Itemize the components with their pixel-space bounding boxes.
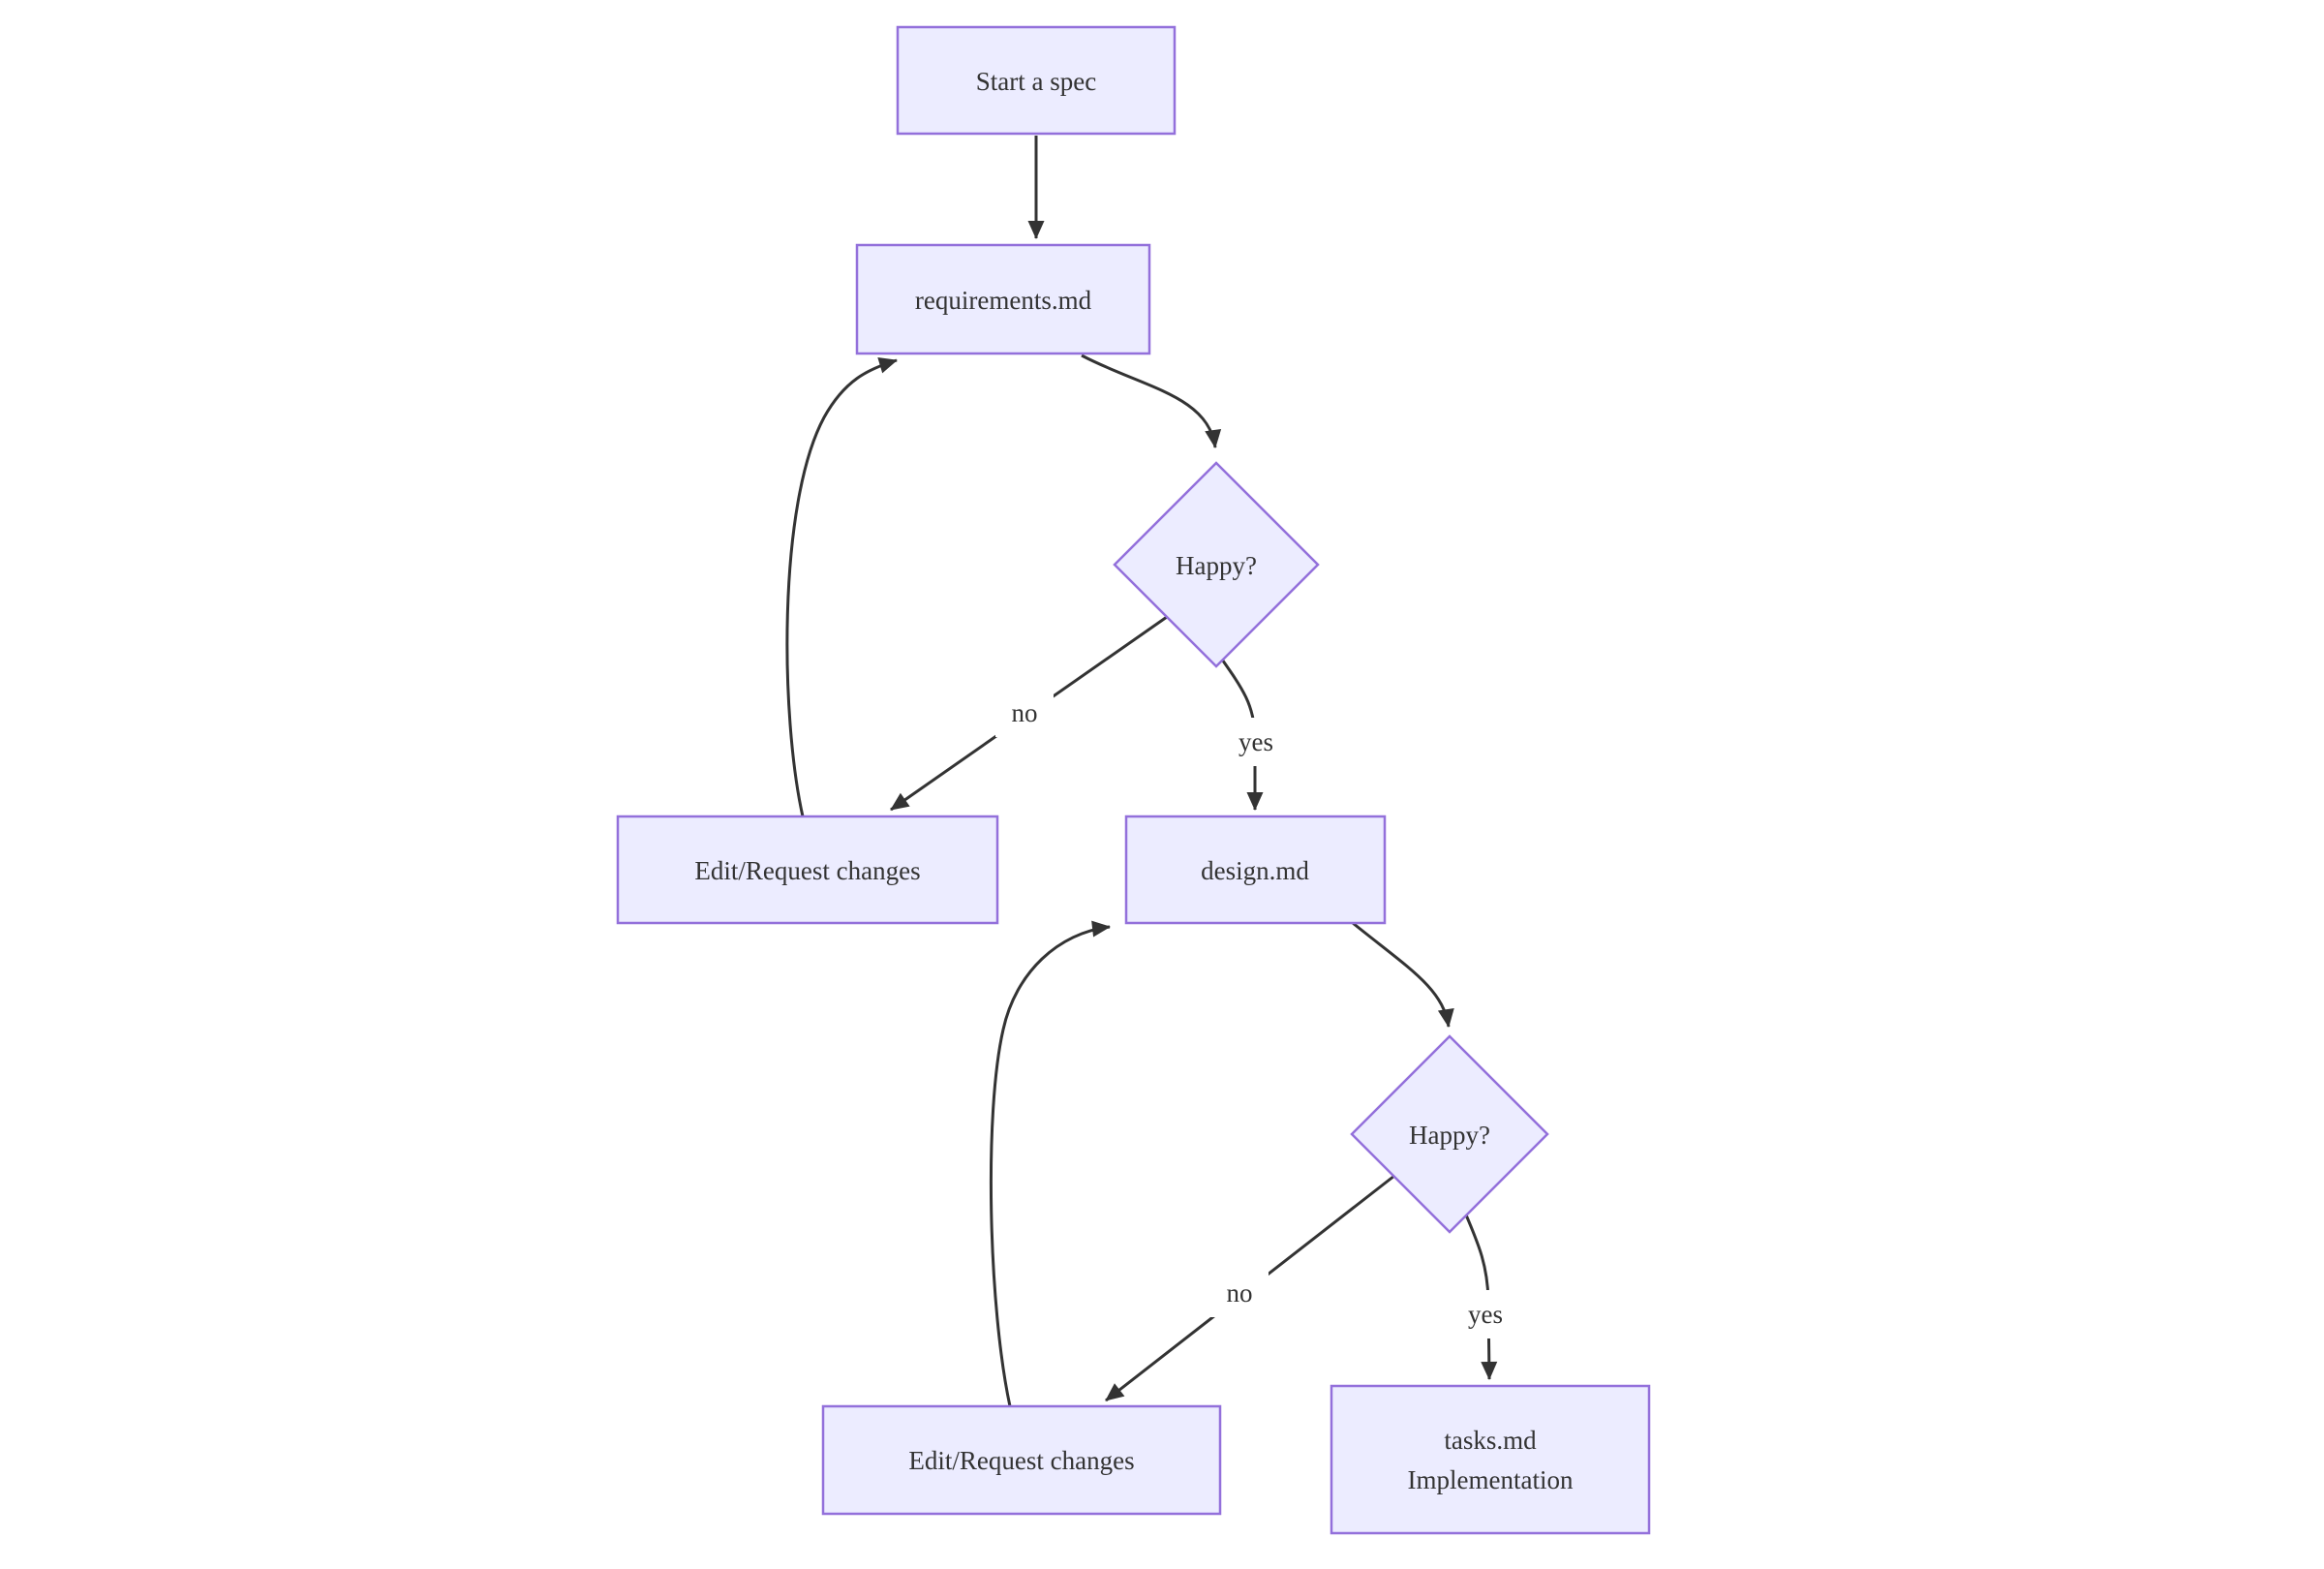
edge-label-text: yes [1468,1300,1503,1329]
node-label-line-2: Implementation [1408,1465,1574,1494]
node-box [896,25,1177,136]
decision-happy-1: Happy? [1113,461,1320,668]
node-tasks-md-implementation: tasks.md Implementation [1330,1384,1651,1535]
node-design-md: design.md [1124,815,1387,925]
node-label: Start a spec [976,67,1096,96]
node-requirements-md: requirements.md [855,243,1151,355]
edge-label-background [1210,1269,1269,1317]
node-edit-request-changes-2: Edit/Request changes [821,1404,1222,1516]
node-group: Start a spec requirements.md Happy? Edit… [616,25,1651,1535]
node-edit-request-changes-1: Edit/Request changes [616,815,999,925]
decision-happy-2: Happy? [1350,1034,1549,1234]
node-label-line-1: tasks.md [1444,1426,1537,1455]
node-box [1124,815,1387,925]
edge-label-text: no [1227,1278,1253,1308]
edge-edit1-to-requirements [785,357,898,817]
edge-label-text: yes [1238,727,1273,756]
edge-design-to-happy2 [1352,921,1454,1028]
edge-label-no-2: no [1210,1269,1269,1317]
edge-edit2-to-design [989,920,1111,1407]
edge-label-text: no [1012,698,1038,727]
node-label: Edit/Request changes [908,1446,1134,1475]
node-label: Edit/Request changes [694,856,920,885]
node-start-a-spec: Start a spec [896,25,1177,136]
edge-label-background [1226,718,1286,766]
edge-label-background [1455,1290,1515,1338]
edge-label-background [995,689,1054,737]
node-label: Happy? [1409,1121,1490,1150]
node-label: Happy? [1176,551,1257,580]
edge-label-group: no yes no yes [995,689,1515,1338]
node-box [855,243,1151,355]
decision-diamond [1350,1034,1549,1234]
node-box [821,1404,1222,1516]
edge-requirements-to-happy1 [1081,354,1222,448]
edge-label-no-1: no [995,689,1054,737]
node-label: requirements.md [915,286,1092,315]
edge-label-yes-1: yes [1226,718,1286,766]
node-box [616,815,999,925]
decision-diamond [1113,461,1320,668]
edge-label-yes-2: yes [1455,1290,1515,1338]
node-label: design.md [1201,856,1309,885]
node-box [1330,1384,1651,1535]
